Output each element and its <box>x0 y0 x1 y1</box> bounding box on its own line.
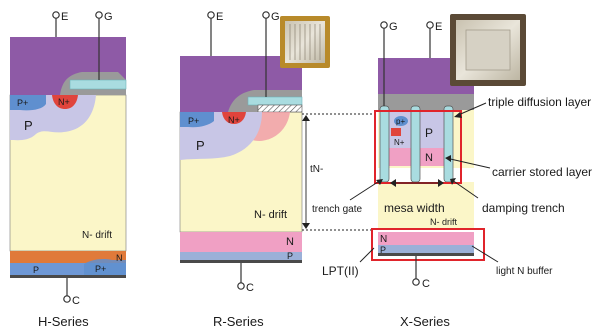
r-n-plus-label: N+ <box>228 115 240 125</box>
x-p-plus-label: p+ <box>396 117 405 126</box>
r-p-collector <box>180 252 302 260</box>
h-p-plus-label: P+ <box>17 98 28 108</box>
h-p-plus-collector <box>84 259 126 275</box>
h-terminal-e-label: E <box>61 11 68 23</box>
x-gate-oxide-top <box>378 94 474 110</box>
terminal-circle-icon <box>63 295 71 303</box>
r-terminal-g-label: G <box>271 11 280 23</box>
terminal-circle-icon <box>426 21 434 29</box>
h-p-plus-bottom-label: P+ <box>95 264 106 274</box>
trench-gate-leader <box>349 179 382 201</box>
x-n-buffer <box>378 232 474 245</box>
x-p-bottom-label: P <box>380 245 386 255</box>
x-drift-region <box>378 182 474 228</box>
r-thickness-label: tN- <box>310 164 323 175</box>
terminal-circle-icon <box>412 278 420 286</box>
h-drift-label: N- drift <box>82 230 112 241</box>
r-terminal-e-label: E <box>216 11 223 23</box>
terminal-circle-icon <box>207 11 215 19</box>
x-die-photo-pad <box>465 29 511 71</box>
triple-diffusion-label: triple diffusion layer <box>488 95 591 109</box>
h-n-plus-region <box>52 95 78 109</box>
r-p-plus-region <box>180 112 214 128</box>
r-thickness-arrow-head-top <box>302 115 310 121</box>
x-trench-gate-left <box>379 105 390 183</box>
h-n-plus-label: N+ <box>58 97 70 107</box>
damping-trench-arrow-head <box>450 178 456 185</box>
x-terminal-e-label: E <box>435 21 442 33</box>
h-series-title: H-Series <box>38 314 89 329</box>
x-highlight-bottom <box>371 228 485 261</box>
terminal-circle-icon <box>95 11 103 19</box>
light-n-buffer-label: light N buffer <box>496 266 553 277</box>
r-n-buffer <box>180 232 302 252</box>
h-p-layer-label: P <box>33 265 39 275</box>
mesa-width-label: mesa width <box>384 201 445 215</box>
damping-trench-label: damping trench <box>482 201 565 215</box>
annotation-callouts: triple diffusion layer carrier stored la… <box>312 95 592 278</box>
r-n-plus-small <box>222 112 246 124</box>
r-gate-hatch <box>257 104 303 113</box>
triple-diffusion-leader <box>455 102 487 117</box>
h-terminal-c-label: C <box>72 295 80 307</box>
r-p-plus-label: P+ <box>188 116 199 126</box>
x-n-plus-label: N+ <box>394 138 405 147</box>
h-p-plus-region <box>10 95 46 111</box>
h-p-base-label: P <box>24 118 33 133</box>
carrier-stored-leader <box>445 157 491 169</box>
x-n-plus-region <box>391 128 401 136</box>
x-drift-label: N- drift <box>430 217 457 227</box>
light-n-buffer-leader <box>471 245 499 263</box>
x-n-bottom-label: N <box>380 234 387 245</box>
x-terminal-c-label: C <box>422 278 430 290</box>
terminal-circle-icon <box>52 11 60 19</box>
r-p-base-label: P <box>196 138 205 153</box>
r-drift-label: N- drift <box>254 209 287 221</box>
terminal-circle-icon <box>237 282 245 290</box>
h-n-layer-label: N <box>116 253 123 263</box>
x-series-title: X-Series <box>400 314 450 329</box>
h-series-group: E G C P+ N+ P N- drift N P P+ H-Series <box>9 11 127 329</box>
h-gate-poly <box>69 79 127 90</box>
r-collector-metal <box>180 260 302 263</box>
lpt-leader <box>359 247 375 263</box>
x-terminal-g-label: G <box>389 21 398 33</box>
trench-gate-arrow-head <box>376 179 383 185</box>
r-n-layer-label: N <box>286 236 294 248</box>
carrier-stored-arrow-head <box>445 155 451 162</box>
x-p-base-label: P <box>425 126 433 140</box>
x-mesa-arrow-head-left <box>390 179 396 187</box>
x-p-collector <box>378 245 474 253</box>
lpt-label: LPT(II) <box>322 264 359 278</box>
r-terminal-c-label: C <box>246 282 254 294</box>
terminal-circle-icon <box>380 21 388 29</box>
carrier-stored-label: carrier stored layer <box>492 165 592 179</box>
x-damping-trench <box>443 105 454 183</box>
h-terminal-g-label: G <box>104 11 113 23</box>
x-collector-metal <box>378 253 474 256</box>
x-p-plus-region <box>394 116 408 126</box>
x-series-group: G E C p+ N+ P N N- drift N P X-Series <box>371 14 526 329</box>
r-thickness-arrow-head-bottom <box>302 223 310 229</box>
x-trench-gate-mid <box>410 105 421 183</box>
trench-gate-label: trench gate <box>312 204 362 215</box>
r-series-title: R-Series <box>213 314 264 329</box>
x-n-layer-label: N <box>425 152 433 164</box>
triple-diffusion-arrow-head <box>454 112 462 118</box>
damping-trench-leader <box>451 179 479 199</box>
x-mesa-arrow-head-right <box>438 179 444 187</box>
h-collector-metal <box>10 275 126 278</box>
r-gate-poly <box>247 96 303 106</box>
terminal-circle-icon <box>262 11 270 19</box>
r-p-layer-label: P <box>287 251 293 261</box>
r-die-photo-stripes <box>289 24 321 60</box>
r-series-group: E G C P+ N+ P N- drift N P tN- R-Series <box>179 11 372 329</box>
